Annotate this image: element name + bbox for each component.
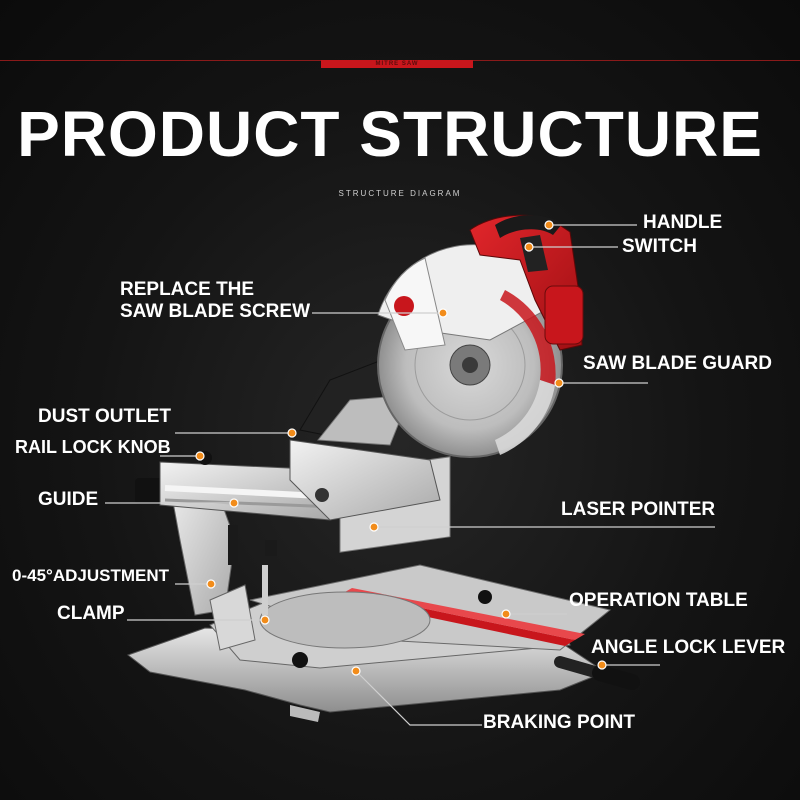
label-adjustment: 0-45°ADJUSTMENT xyxy=(12,566,169,585)
leader-lines xyxy=(105,224,715,726)
dot-angle-lock-lever xyxy=(597,660,607,670)
label-dust-outlet: DUST OUTLET xyxy=(38,406,171,427)
lower-guard xyxy=(495,290,556,455)
dot-handle xyxy=(544,220,554,230)
dot-clamp xyxy=(260,615,270,625)
page-subtitle: STRUCTURE DIAGRAM xyxy=(338,189,462,198)
dot-guide xyxy=(229,498,239,508)
label-replace-screw-line2: SAW BLADE SCREW xyxy=(120,301,310,322)
label-clamp: CLAMP xyxy=(57,603,125,624)
callout-dots xyxy=(195,220,607,676)
top-tab: MITRE SAW xyxy=(321,60,473,68)
dot-braking-point xyxy=(351,666,361,676)
label-braking-point: BRAKING POINT xyxy=(483,712,635,733)
label-replace-screw-line1: REPLACE THE xyxy=(120,279,255,300)
motor-and-handle xyxy=(469,214,584,351)
knobs xyxy=(198,451,492,668)
upper-guard xyxy=(377,244,556,351)
dot-switch xyxy=(524,242,534,252)
label-saw-blade-guard: SAW BLADE GUARD xyxy=(583,353,772,374)
label-operation-table: OPERATION TABLE xyxy=(569,590,748,611)
dot-saw-blade-guard xyxy=(554,378,564,388)
angle-lock-lever-part xyxy=(554,656,640,690)
label-angle-lock-lever: ANGLE LOCK LEVER xyxy=(591,637,786,658)
leader-braking-point xyxy=(355,670,482,726)
label-handle: HANDLE xyxy=(643,212,723,233)
label-guide: GUIDE xyxy=(38,489,99,510)
page-title: PRODUCT STRUCTURE xyxy=(17,98,763,170)
label-rail-lock-knob: RAIL LOCK KNOB xyxy=(15,437,171,457)
label-laser-pointer: LASER POINTER xyxy=(561,499,716,520)
dot-rail-lock-knob xyxy=(195,451,205,461)
dot-replace-screw xyxy=(438,308,448,318)
dot-adjustment xyxy=(206,579,216,589)
dot-laser-pointer xyxy=(369,522,379,532)
dot-dust-outlet xyxy=(287,428,297,438)
label-switch: SWITCH xyxy=(622,236,697,257)
operation-table-part xyxy=(249,564,612,651)
dot-operation-table xyxy=(501,609,511,619)
